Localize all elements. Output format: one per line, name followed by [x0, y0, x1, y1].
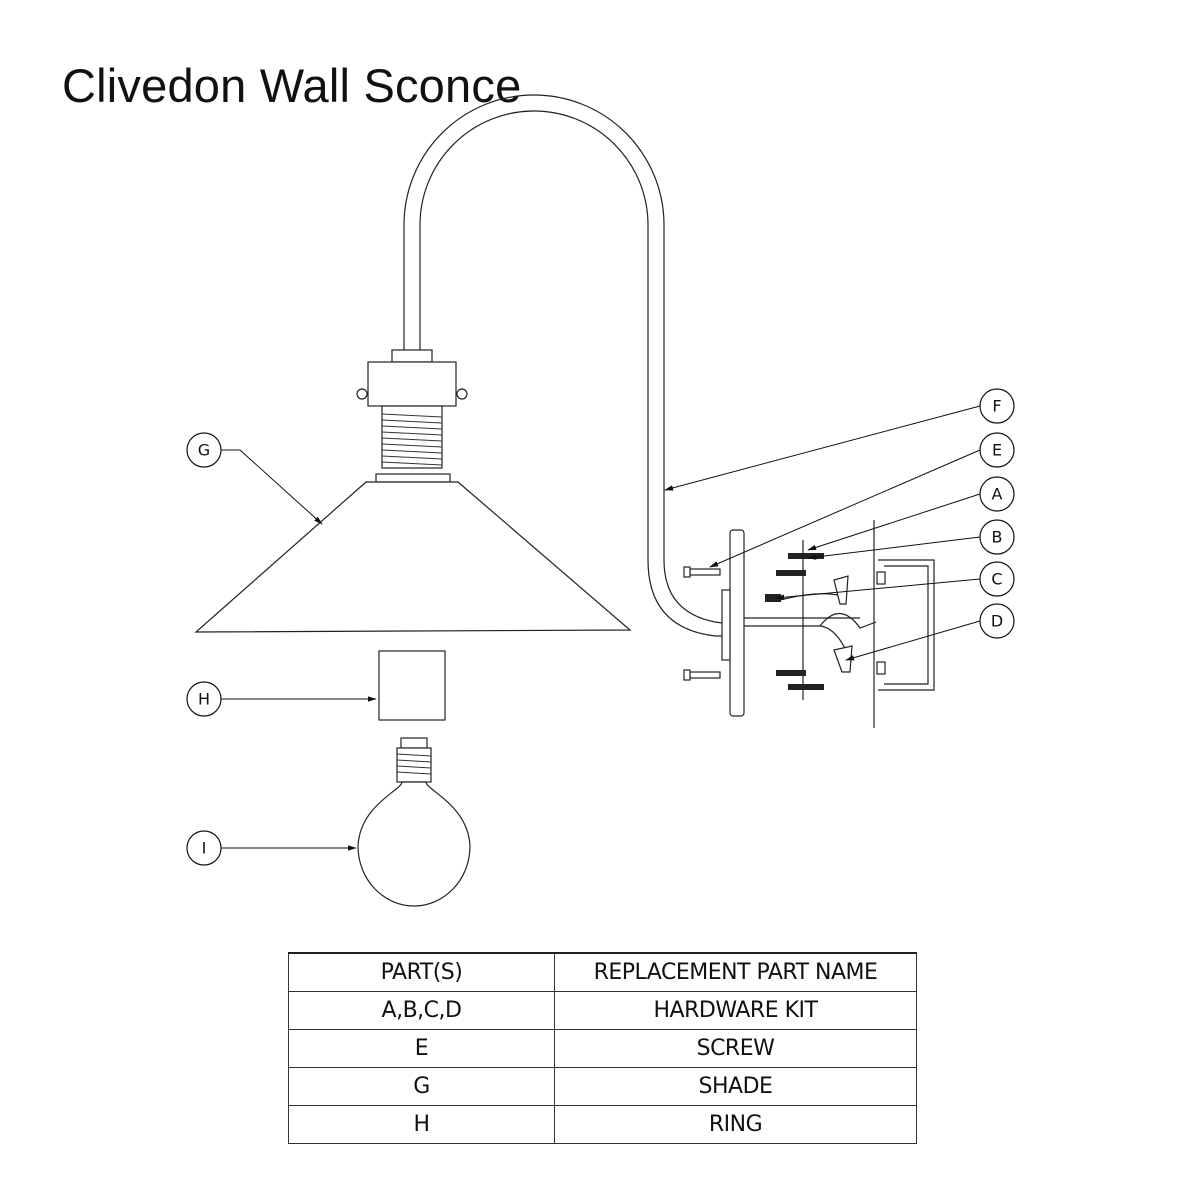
callout-b: B: [979, 519, 1015, 555]
callout-g: G: [186, 432, 222, 468]
header-part-name: REPLACEMENT PART NAME: [554, 952, 917, 992]
screw-e-top: [683, 566, 721, 578]
table-header-row: PART(S) REPLACEMENT PART NAME: [288, 952, 917, 992]
table-row: A,B,C,D HARDWARE KIT: [288, 991, 917, 1030]
wall-mount-assembly: [683, 520, 935, 728]
screw-e-bottom: [683, 669, 721, 681]
callout-e: E: [979, 432, 1015, 468]
svg-text:D: D: [991, 612, 1003, 631]
svg-text:F: F: [992, 397, 1001, 416]
svg-text:E: E: [992, 441, 1002, 460]
bulb: [357, 737, 471, 907]
shade: [194, 473, 632, 633]
cell-part-name: RING: [554, 1105, 917, 1144]
svg-text:C: C: [991, 570, 1002, 589]
svg-text:A: A: [992, 485, 1003, 504]
cell-part-name: HARDWARE KIT: [554, 991, 917, 1030]
ring: [378, 650, 446, 721]
callout-f: F: [979, 388, 1015, 424]
cell-part-name: SHADE: [554, 1067, 917, 1106]
leader-lines: [221, 405, 981, 851]
cell-parts: E: [288, 1029, 555, 1068]
table-row: E SCREW: [288, 1029, 917, 1068]
table-row: H RING: [288, 1105, 917, 1144]
svg-text:B: B: [992, 528, 1003, 547]
parts-table: PART(S) REPLACEMENT PART NAME A,B,C,D HA…: [288, 952, 917, 1144]
cell-parts: H: [288, 1105, 555, 1144]
cell-part-name: SCREW: [554, 1029, 917, 1068]
callout-c: C: [979, 561, 1015, 597]
page-title: Clivedon Wall Sconce: [62, 59, 522, 112]
callout-d: D: [979, 603, 1015, 639]
cell-parts: G: [288, 1067, 555, 1106]
callout-a: A: [979, 476, 1015, 512]
gooseneck-arm: [403, 94, 731, 637]
callout-h: H: [186, 681, 222, 717]
socket-assembly: [356, 349, 468, 469]
exploded-diagram: F E A B C D G H I: [186, 94, 1015, 907]
svg-text:I: I: [202, 839, 207, 858]
cell-parts: A,B,C,D: [288, 991, 555, 1030]
svg-text:G: G: [198, 441, 210, 460]
header-parts: PART(S): [288, 952, 555, 992]
table-row: G SHADE: [288, 1067, 917, 1106]
svg-text:H: H: [198, 690, 210, 709]
callout-i: I: [186, 830, 222, 866]
